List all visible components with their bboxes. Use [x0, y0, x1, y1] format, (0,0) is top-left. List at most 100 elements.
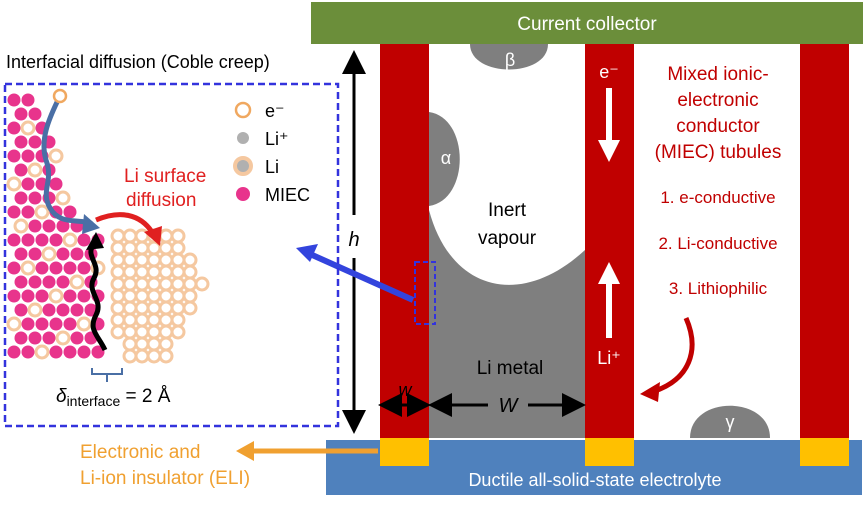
li-atom-particle	[41, 246, 57, 262]
miec-particle	[14, 331, 28, 345]
miec-title-line-1: Mixed ionic-	[667, 64, 768, 85]
miec-property-2: 2. Li-conductive	[658, 234, 777, 253]
miec-particle	[63, 317, 77, 331]
li-surface-label-line1: Li surface	[124, 166, 206, 187]
li-atom-particle	[122, 264, 138, 280]
eli-block-left	[380, 438, 429, 466]
li-atom-particle	[76, 316, 92, 332]
inert-vapour-label-line2: vapour	[478, 228, 537, 249]
li-ion-arrow-shaft	[606, 282, 612, 338]
miec-particle	[7, 289, 21, 303]
miec-particle	[7, 93, 21, 107]
miec-particle	[28, 135, 42, 149]
li-atom-particle	[69, 274, 85, 290]
miec-property-3: 3. Lithiophilic	[669, 279, 768, 298]
li-surface-arrow-head	[144, 226, 162, 246]
h-label: h	[348, 229, 359, 251]
li-atom-particle	[122, 336, 138, 352]
miec-curved-arrow-head	[640, 382, 660, 402]
delta-label: δinterface = 2 Å	[56, 386, 171, 409]
li-atom-particle	[170, 312, 186, 328]
li-atom-particle	[134, 240, 150, 256]
legend-electron-swatch	[234, 101, 252, 119]
li-atom-particle	[146, 300, 162, 316]
eli-block-right	[800, 438, 849, 466]
zoom-arrow-line	[308, 251, 415, 303]
li-atom-particle	[194, 276, 210, 292]
miec-particle	[21, 317, 35, 331]
miec-particle	[63, 345, 77, 359]
li-atom-particle	[146, 312, 162, 328]
li-atom-particle	[158, 264, 174, 280]
miec-particle	[28, 331, 42, 345]
alpha-bump	[429, 112, 460, 206]
miec-particle	[21, 289, 35, 303]
li-atom-particle	[146, 336, 162, 352]
li-atom-particle	[6, 316, 22, 332]
electron-arrow-head	[598, 140, 620, 162]
legend-li-ion-label: Li⁺	[265, 129, 289, 149]
miec-title-line-4: (MIEC) tubules	[655, 142, 782, 163]
miec-particle	[49, 261, 63, 275]
li-atom-particle	[158, 324, 174, 340]
miec-particle	[70, 247, 84, 261]
miec-particle	[14, 303, 28, 317]
li-atom-particle	[27, 302, 43, 318]
inset-particles	[6, 93, 210, 364]
miec-particle	[77, 233, 91, 247]
li-atom-particle	[34, 204, 50, 220]
li-atom-particle	[146, 252, 162, 268]
electron-arrow-shaft	[606, 88, 612, 142]
delta-subscript: interface	[67, 393, 121, 409]
li-atom-particle	[158, 252, 174, 268]
li-atom-particle	[110, 252, 126, 268]
li-atom-particle	[110, 312, 126, 328]
miec-particle	[21, 233, 35, 247]
legend-li-atom-label: Li	[265, 157, 279, 177]
li-atom-particle	[110, 276, 126, 292]
miec-particle	[28, 107, 42, 121]
legend-li-ion-swatch	[237, 132, 249, 144]
li-atom-particle	[170, 276, 186, 292]
li-atom-particle	[110, 288, 126, 304]
interfacial-diffusion-title: Interfacial diffusion (Coble creep)	[6, 52, 270, 72]
li-atom-particle	[134, 312, 150, 328]
miec-particle	[77, 345, 91, 359]
li-atom-particle	[110, 264, 126, 280]
li-atom-particle	[122, 240, 138, 256]
li-ion-zigzag-head	[86, 232, 104, 250]
miec-particle	[70, 331, 84, 345]
miec-particle	[49, 177, 63, 191]
legend: e⁻ Li⁺ Li MIEC	[233, 101, 310, 205]
delta-value: = 2 Å	[120, 386, 170, 407]
miec-particle	[56, 303, 70, 317]
miec-particle	[28, 191, 42, 205]
li-atom-particle	[170, 252, 186, 268]
li-atom-particle	[182, 300, 198, 316]
li-atom-particle	[134, 264, 150, 280]
li-atom-particle	[146, 324, 162, 340]
li-metal-label: Li metal	[477, 358, 544, 379]
miec-particle	[7, 345, 21, 359]
li-atom-particle	[122, 276, 138, 292]
miec-particle	[42, 275, 56, 289]
li-atom-particle	[146, 264, 162, 280]
miec-title: Mixed ionic- electronic conductor (MIEC)…	[655, 64, 782, 163]
legend-electron-label: e⁻	[265, 101, 285, 121]
li-atom-particle	[158, 288, 174, 304]
miec-particle	[21, 177, 35, 191]
li-atom-particle	[27, 162, 43, 178]
electron-label-tubule: e⁻	[599, 62, 619, 82]
tubule-right	[800, 44, 849, 438]
legend-miec-label: MIEC	[265, 185, 310, 205]
li-metal-region	[429, 210, 585, 438]
legend-li-atom-swatch	[233, 156, 253, 176]
li-atom-particle	[134, 300, 150, 316]
miec-particle	[49, 317, 63, 331]
li-atom-particle	[110, 240, 126, 256]
li-ion-label-tubule: Li⁺	[597, 348, 621, 368]
miec-particle	[77, 289, 91, 303]
miec-particle	[7, 205, 21, 219]
tubule-left	[380, 44, 429, 438]
